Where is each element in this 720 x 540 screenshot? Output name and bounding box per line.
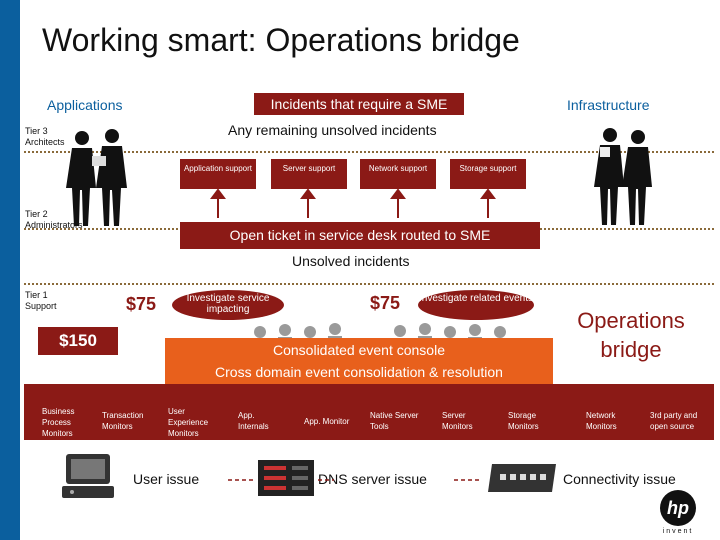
price-escalation: $150 [38,327,118,355]
remaining-incidents-label: Any remaining unsolved incidents [228,122,437,138]
monitor-network: Network Monitors [586,411,617,431]
monitor-third-party: 3rd party and open source [650,411,698,431]
tier-divider [24,283,714,285]
investigate-impacting-oval: Investigate service impacting [172,290,284,320]
monitor-native-server-tools: Native Server Tools [370,411,419,431]
issue-connectors [228,479,480,481]
price-tier1-apps: $75 [126,294,157,314]
infrastructure-silhouette [594,128,652,225]
unsolved-incidents-label: Unsolved incidents [292,253,410,269]
architects-silhouette [66,129,127,226]
monitor-storage: Storage Monitors [508,411,539,431]
left-accent-bar [0,0,20,540]
monitor-transaction: Transaction Monitors [102,411,144,431]
support-arrows [210,188,496,218]
support-box-application: Application support [180,159,256,189]
tier3-label: Tier 3 Architects [25,126,65,147]
monitor-app-monitor: App. Monitor [304,417,350,426]
computer-icon [62,454,114,498]
console-title: Consolidated event console [272,342,445,358]
user-issue-label: User issue [133,471,200,487]
price-tier1-infra: $75 [370,293,401,313]
monitor-server: Server Monitors [442,411,473,431]
support-box-network: Network support [360,159,436,189]
tier-divider [24,151,714,153]
tablet-icon [92,156,106,166]
monitors-strip: Business Process Monitors Transaction Mo… [24,384,714,440]
server-rack-icon [258,460,314,496]
applications-header: Applications [47,97,123,113]
page-title: Working smart: Operations bridge [42,22,520,58]
tier2-label: Tier 2 Administrators [25,209,83,230]
support-box-server: Server support [271,159,347,189]
event-console-bar: Consolidated event console Cross domain … [165,338,553,384]
monitor-user-experience: User Experience Monitors [168,407,209,438]
monitor-business-process: Business Process Monitors [42,407,75,438]
monitor-app-internals: App. Internals [238,411,269,431]
sme-incidents-box: Incidents that require a SME [254,93,464,115]
dns-issue-label: DNS server issue [318,471,427,487]
hp-logo-tagline: invent [662,528,694,535]
paper-icon [600,147,610,157]
infrastructure-header: Infrastructure [567,97,650,113]
connectivity-issue-label: Connectivity issue [563,471,676,487]
support-box-storage: Storage support [450,159,526,189]
console-subtitle: Cross domain event consolidation & resol… [215,364,503,380]
network-switch-icon [488,464,556,492]
operations-bridge-label: Operations bridge [577,308,685,362]
open-ticket-box: Open ticket in service desk routed to SM… [180,222,540,249]
tier1-label: Tier 1 Support [25,290,57,311]
hp-logo: hp [660,490,696,526]
investigate-related-oval: Investigate related events [418,290,534,320]
